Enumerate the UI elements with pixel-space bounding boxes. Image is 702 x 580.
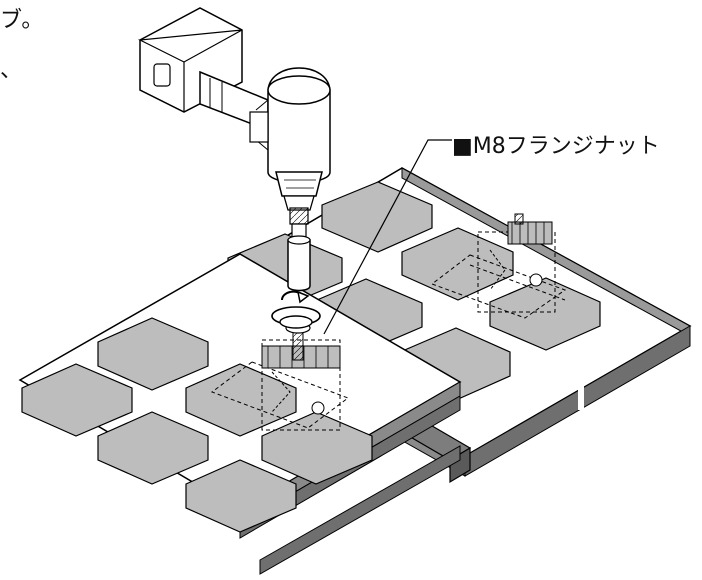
right-mounting-clamp: [430, 213, 567, 319]
callout-leader-line: [323, 139, 452, 335]
impact-driver-icon: [137, 7, 331, 292]
rotation-arrow-icon: [271, 290, 321, 329]
cropped-text-line-1: ブ。: [0, 8, 44, 33]
cropped-text-line-2: 、: [0, 58, 23, 83]
flange-nut-callout-label: ■M8フランジナット: [452, 134, 660, 159]
left-solar-panel: [18, 253, 462, 575]
